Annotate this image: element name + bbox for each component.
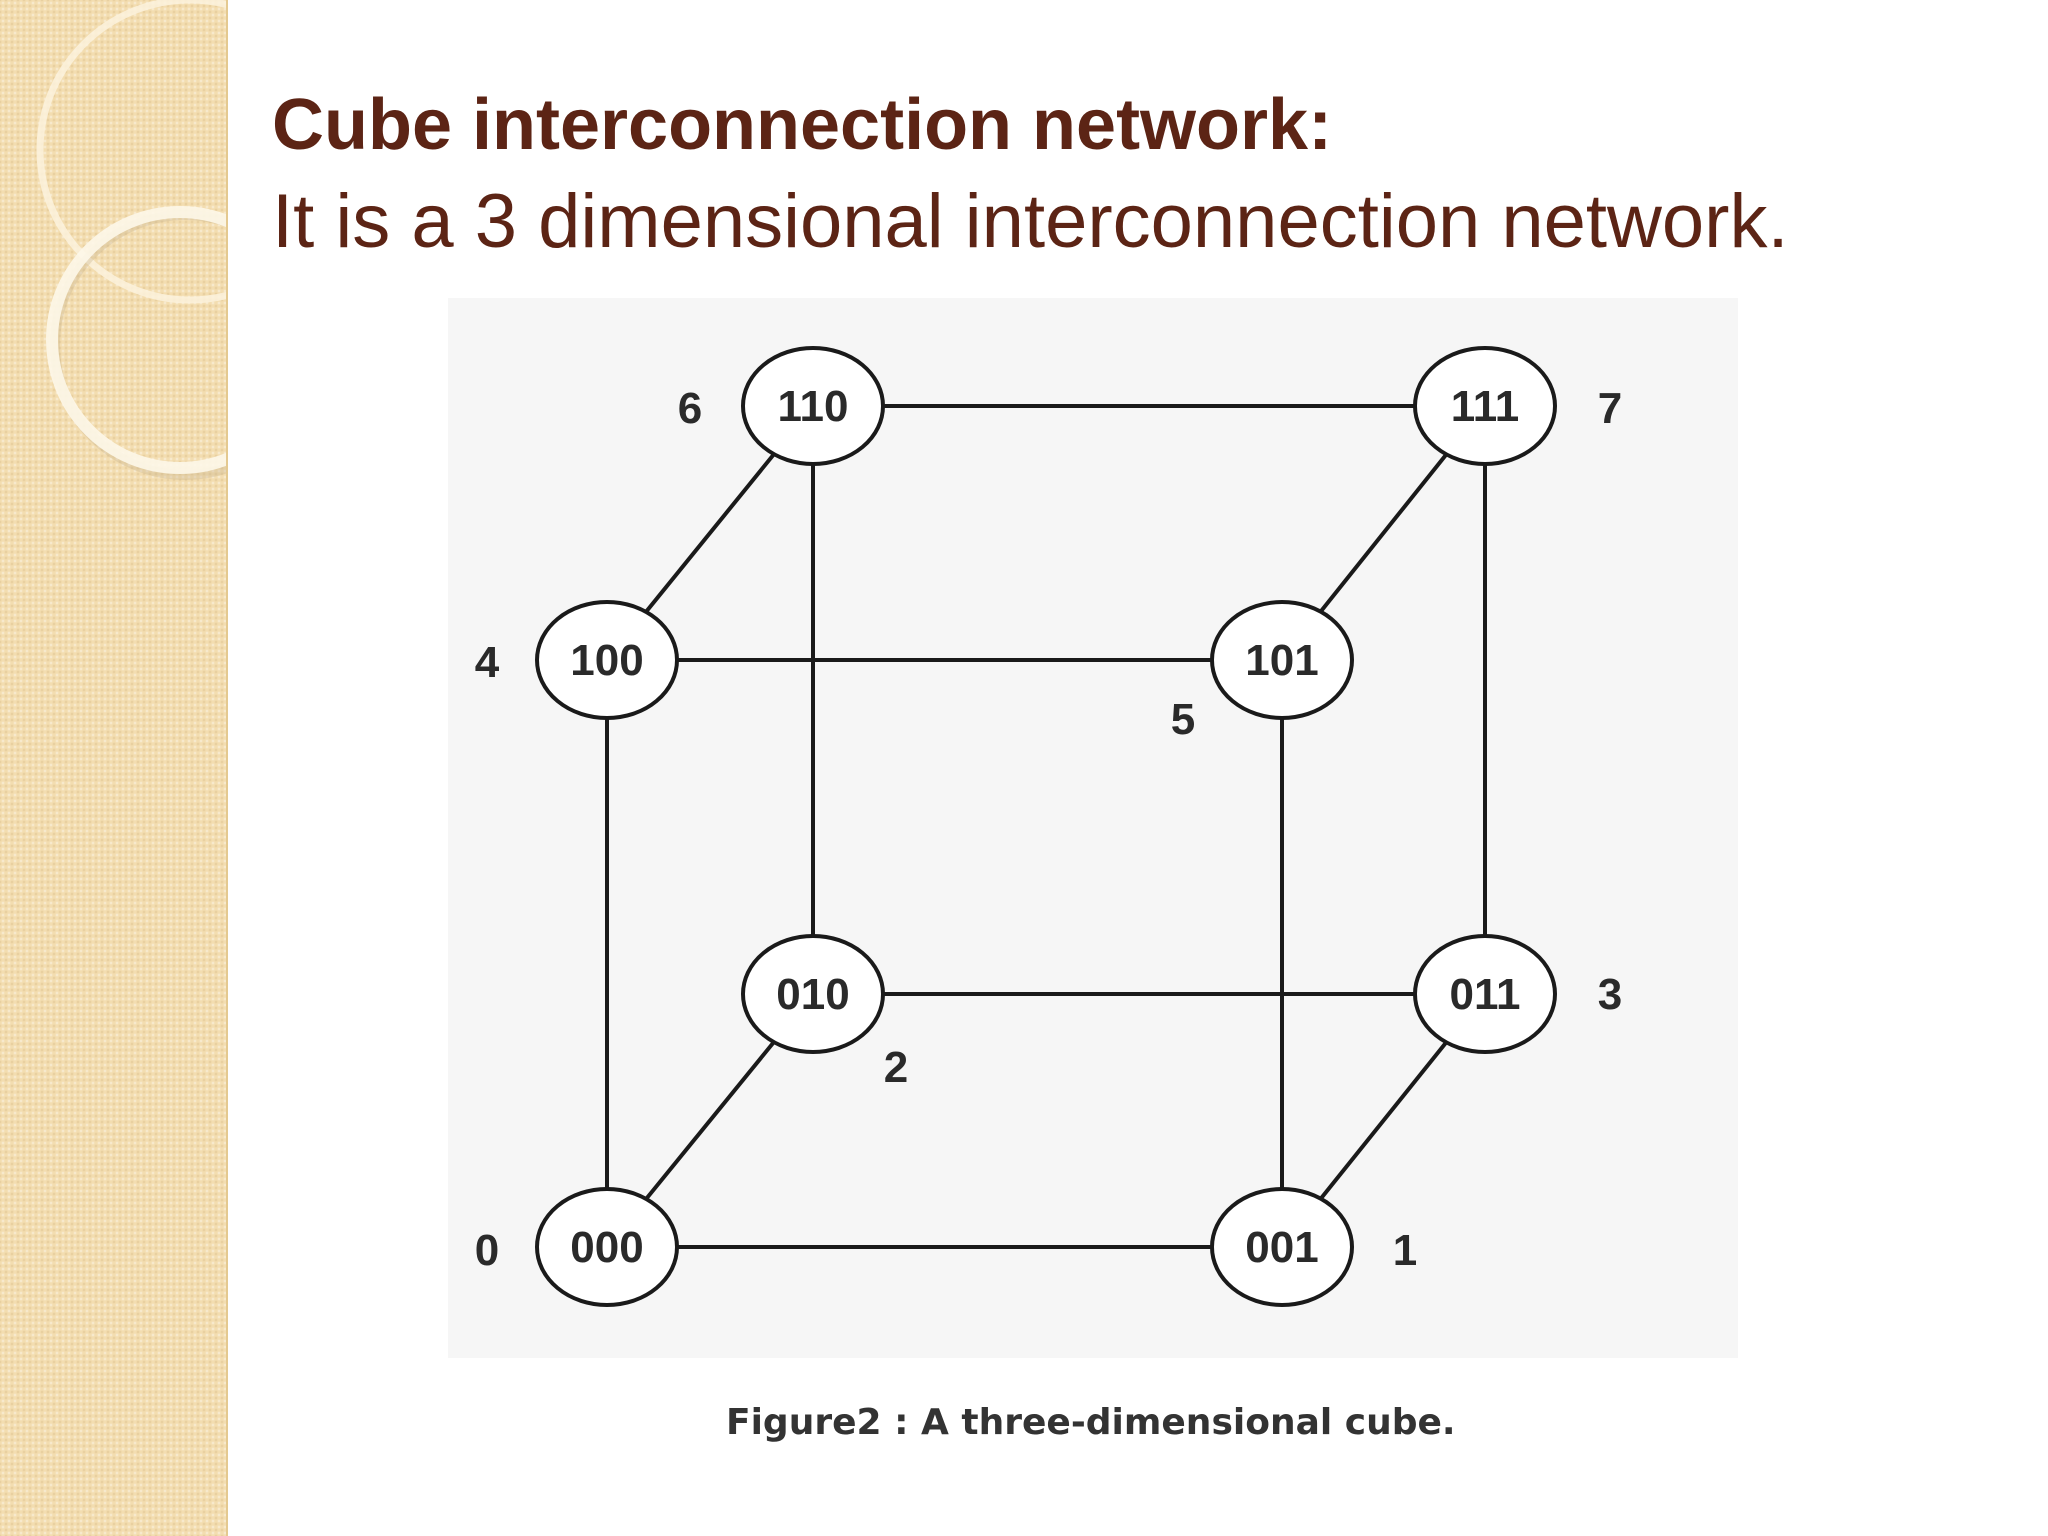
node-circle [741, 346, 885, 466]
node-circle [1210, 1187, 1354, 1307]
slide-subtitle: It is a 3 dimensional interconnection ne… [272, 179, 1789, 264]
node-binary-label: 101 [1245, 636, 1318, 685]
cube-node-100: 100 4 [475, 600, 679, 720]
node-index-label: 4 [475, 638, 500, 687]
cube-node-111: 111 7 [1413, 346, 1622, 466]
node-circle [535, 600, 679, 720]
decorative-ring-large [36, 0, 226, 304]
node-binary-label: 110 [778, 382, 849, 431]
decorative-ring-small [46, 206, 226, 474]
decorative-rings [36, 0, 226, 480]
node-binary-label: 100 [570, 636, 643, 685]
node-binary-label: 000 [570, 1223, 643, 1272]
node-circle [1210, 600, 1354, 720]
node-index-label: 1 [1393, 1226, 1417, 1275]
cube-edges [605, 404, 1487, 1249]
node-circle [1413, 346, 1557, 466]
decorative-side-band [0, 0, 228, 1536]
node-circle [535, 1187, 679, 1307]
node-index-label: 2 [884, 1043, 908, 1092]
node-binary-label: 011 [1450, 970, 1521, 1019]
node-index-label: 3 [1598, 970, 1622, 1019]
cube-node-110: 110 6 [678, 346, 885, 466]
cube-node-011: 011 3 [1413, 934, 1622, 1054]
node-circle [1413, 934, 1557, 1054]
node-binary-label: 010 [776, 970, 849, 1019]
cube-node-101: 101 5 [1171, 600, 1354, 744]
cube-node-010: 010 2 [741, 934, 908, 1092]
slide-title: Cube interconnection network: [272, 85, 1333, 165]
node-binary-label: 111 [1451, 382, 1520, 431]
node-circle [741, 934, 885, 1054]
node-index-label: 5 [1171, 695, 1195, 744]
cube-node-001: 001 1 [1210, 1187, 1417, 1307]
figure-caption: Figure2 : A three-dimensional cube. [726, 1402, 1456, 1443]
node-binary-label: 001 [1245, 1223, 1318, 1272]
node-index-label: 6 [678, 384, 702, 433]
node-index-label: 0 [475, 1226, 499, 1275]
node-index-label: 7 [1598, 384, 1622, 433]
